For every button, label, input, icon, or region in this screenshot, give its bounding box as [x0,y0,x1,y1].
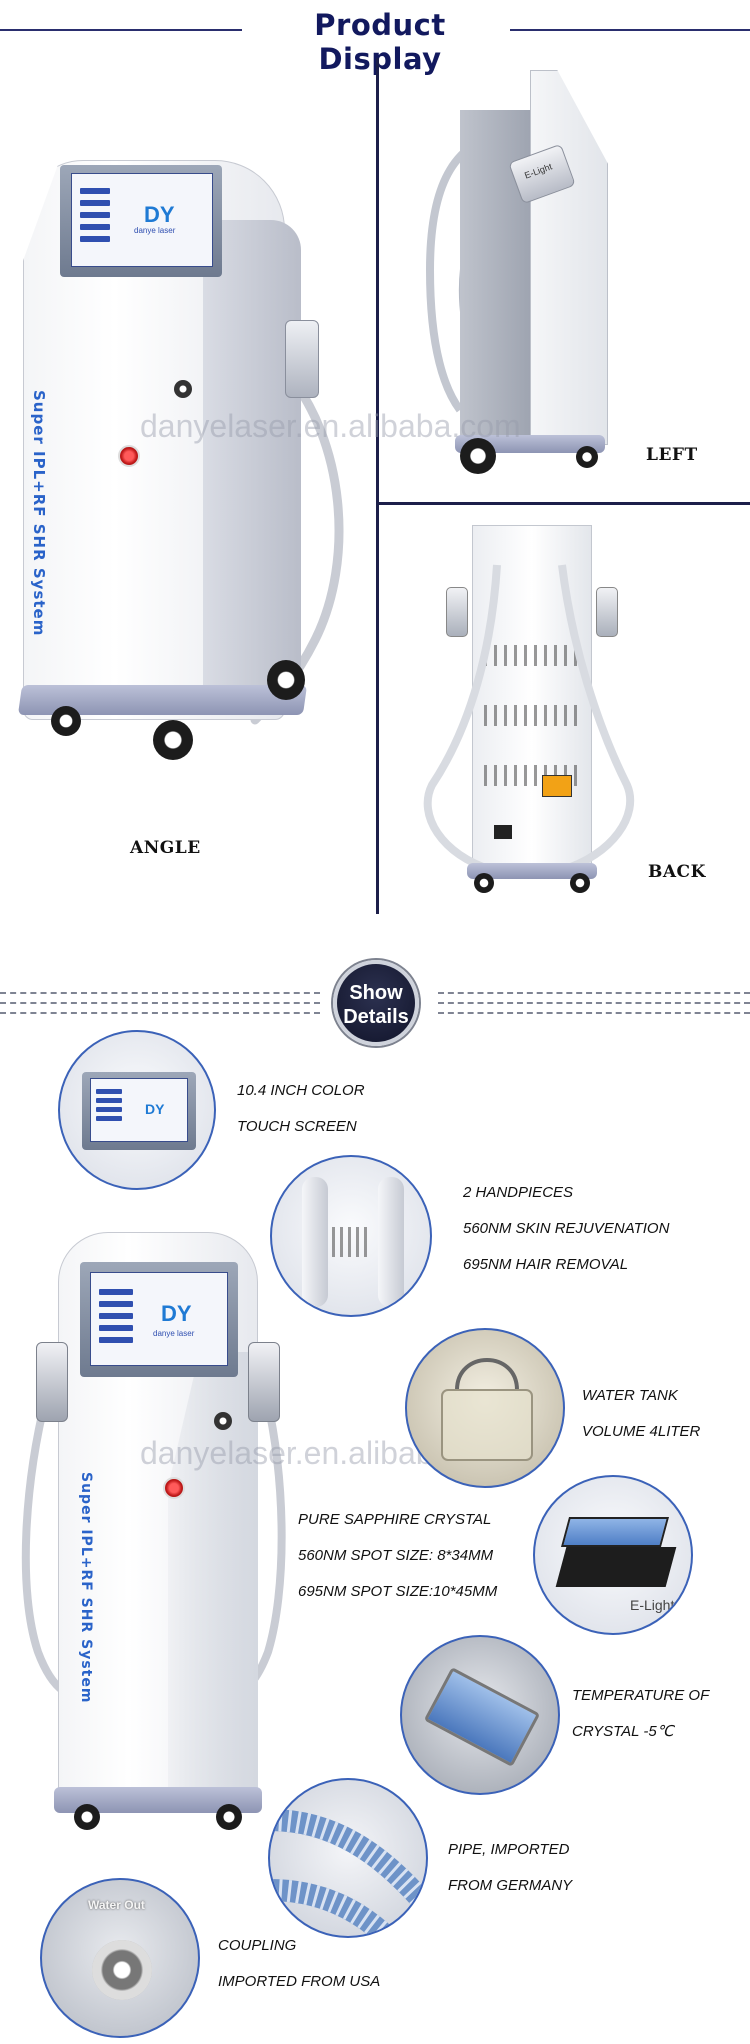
angle-handpiece [285,320,319,398]
details-dash-left-2 [0,1002,320,1004]
angle-side-text: Super IPL+RF SHR System [30,390,48,637]
key-switch-icon [174,380,192,398]
header-rule-left [0,29,242,31]
detail-text-screen: 10.4 INCH COLOR TOUCH SCREEN [237,1082,365,1135]
details-dash-left-1 [0,992,320,994]
front-side-text: Super IPL+RF SHR System [78,1472,94,1704]
wheel-icon [51,706,81,736]
angle-screen: danye laser DY [71,173,213,267]
wheel-icon [460,438,496,474]
view-label-left: LEFT [646,445,698,465]
detail-text-temperature: TEMPERATURE OF CRYSTAL -5℃ [572,1687,710,1740]
wheel-icon [474,873,494,893]
show-details-badge: Show Details [333,960,419,1046]
front-handpiece-right [248,1342,280,1422]
show-details-line2: Details [343,1006,409,1028]
key-switch-icon [214,1412,232,1430]
wheel-icon [570,873,590,893]
detail-text-coupling: COUPLING IMPORTED FROM USA [218,1937,381,1990]
view-label-angle: ANGLE [130,838,201,858]
machine-back-view [412,525,642,905]
detail-text-crystal: PURE SAPPHIRE CRYSTAL 560NM SPOT SIZE: 8… [298,1511,498,1600]
page-title: Product Display [314,8,446,76]
back-handpiece-right [596,587,618,637]
detail-circle-water-tank [405,1328,565,1488]
front-logo-mark: DY [161,1301,192,1326]
emergency-stop-icon [163,1477,185,1499]
show-details-line1: Show [349,982,403,1004]
front-logo: danye laser [153,1329,195,1338]
front-panel-shade [168,1352,258,1802]
back-base [467,863,597,879]
detail-circle-screen: DY [58,1030,216,1190]
detail-text-pipe: PIPE, IMPORTED FROM GERMANY [448,1841,573,1894]
details-dash-left-3 [0,1012,320,1014]
wheel-icon [74,1804,100,1830]
detail-text-water-tank: WATER TANK VOLUME 4LITER [582,1387,701,1440]
wheel-icon [153,720,193,760]
detail-circle-temperature [400,1635,560,1795]
detail-circle-crystal: E-Light [533,1475,693,1635]
view-label-back: BACK [648,862,706,882]
angle-logo-mark: DY [144,202,175,227]
detail-circle-pipe [268,1778,428,1938]
detail-circle-coupling: Water Out [40,1878,200,2038]
details-dash-right-2 [438,1002,750,1004]
back-handpiece-left [446,587,468,637]
crystal-handpiece-label: E-Light [630,1597,675,1613]
wheel-icon [216,1804,242,1830]
machine-angle-view: danye laser DY Super IPL+RF SHR System [15,140,360,780]
back-cables [423,564,635,874]
front-screen: DY danye laser [90,1272,228,1366]
display-divider-vertical [376,58,379,914]
wheel-icon [576,446,598,468]
warning-label-icon [542,775,572,797]
angle-logo: danye laser [134,226,176,235]
watermark-top: danyelaser.en.alibaba.com [140,408,521,444]
machine-front-view: DY danye laser Super IPL+RF SHR System [18,1232,288,1852]
details-dash-right-3 [438,1012,750,1014]
wheel-icon [267,660,305,700]
power-socket-icon [494,825,512,839]
machine-left-view: E-Light [410,70,610,480]
details-dash-right-1 [438,992,750,994]
display-divider-horizontal [376,502,750,505]
header-rule-right [510,29,750,31]
emergency-stop-icon [118,445,140,467]
front-handpiece-left [36,1342,68,1422]
angle-side-panel [203,220,301,700]
detail-text-handpieces: 2 HANDPIECES 560NM SKIN REJUVENATION 695… [463,1184,670,1273]
coupling-label: Water Out [88,1898,145,1912]
detail-circle-handpieces [270,1155,432,1317]
